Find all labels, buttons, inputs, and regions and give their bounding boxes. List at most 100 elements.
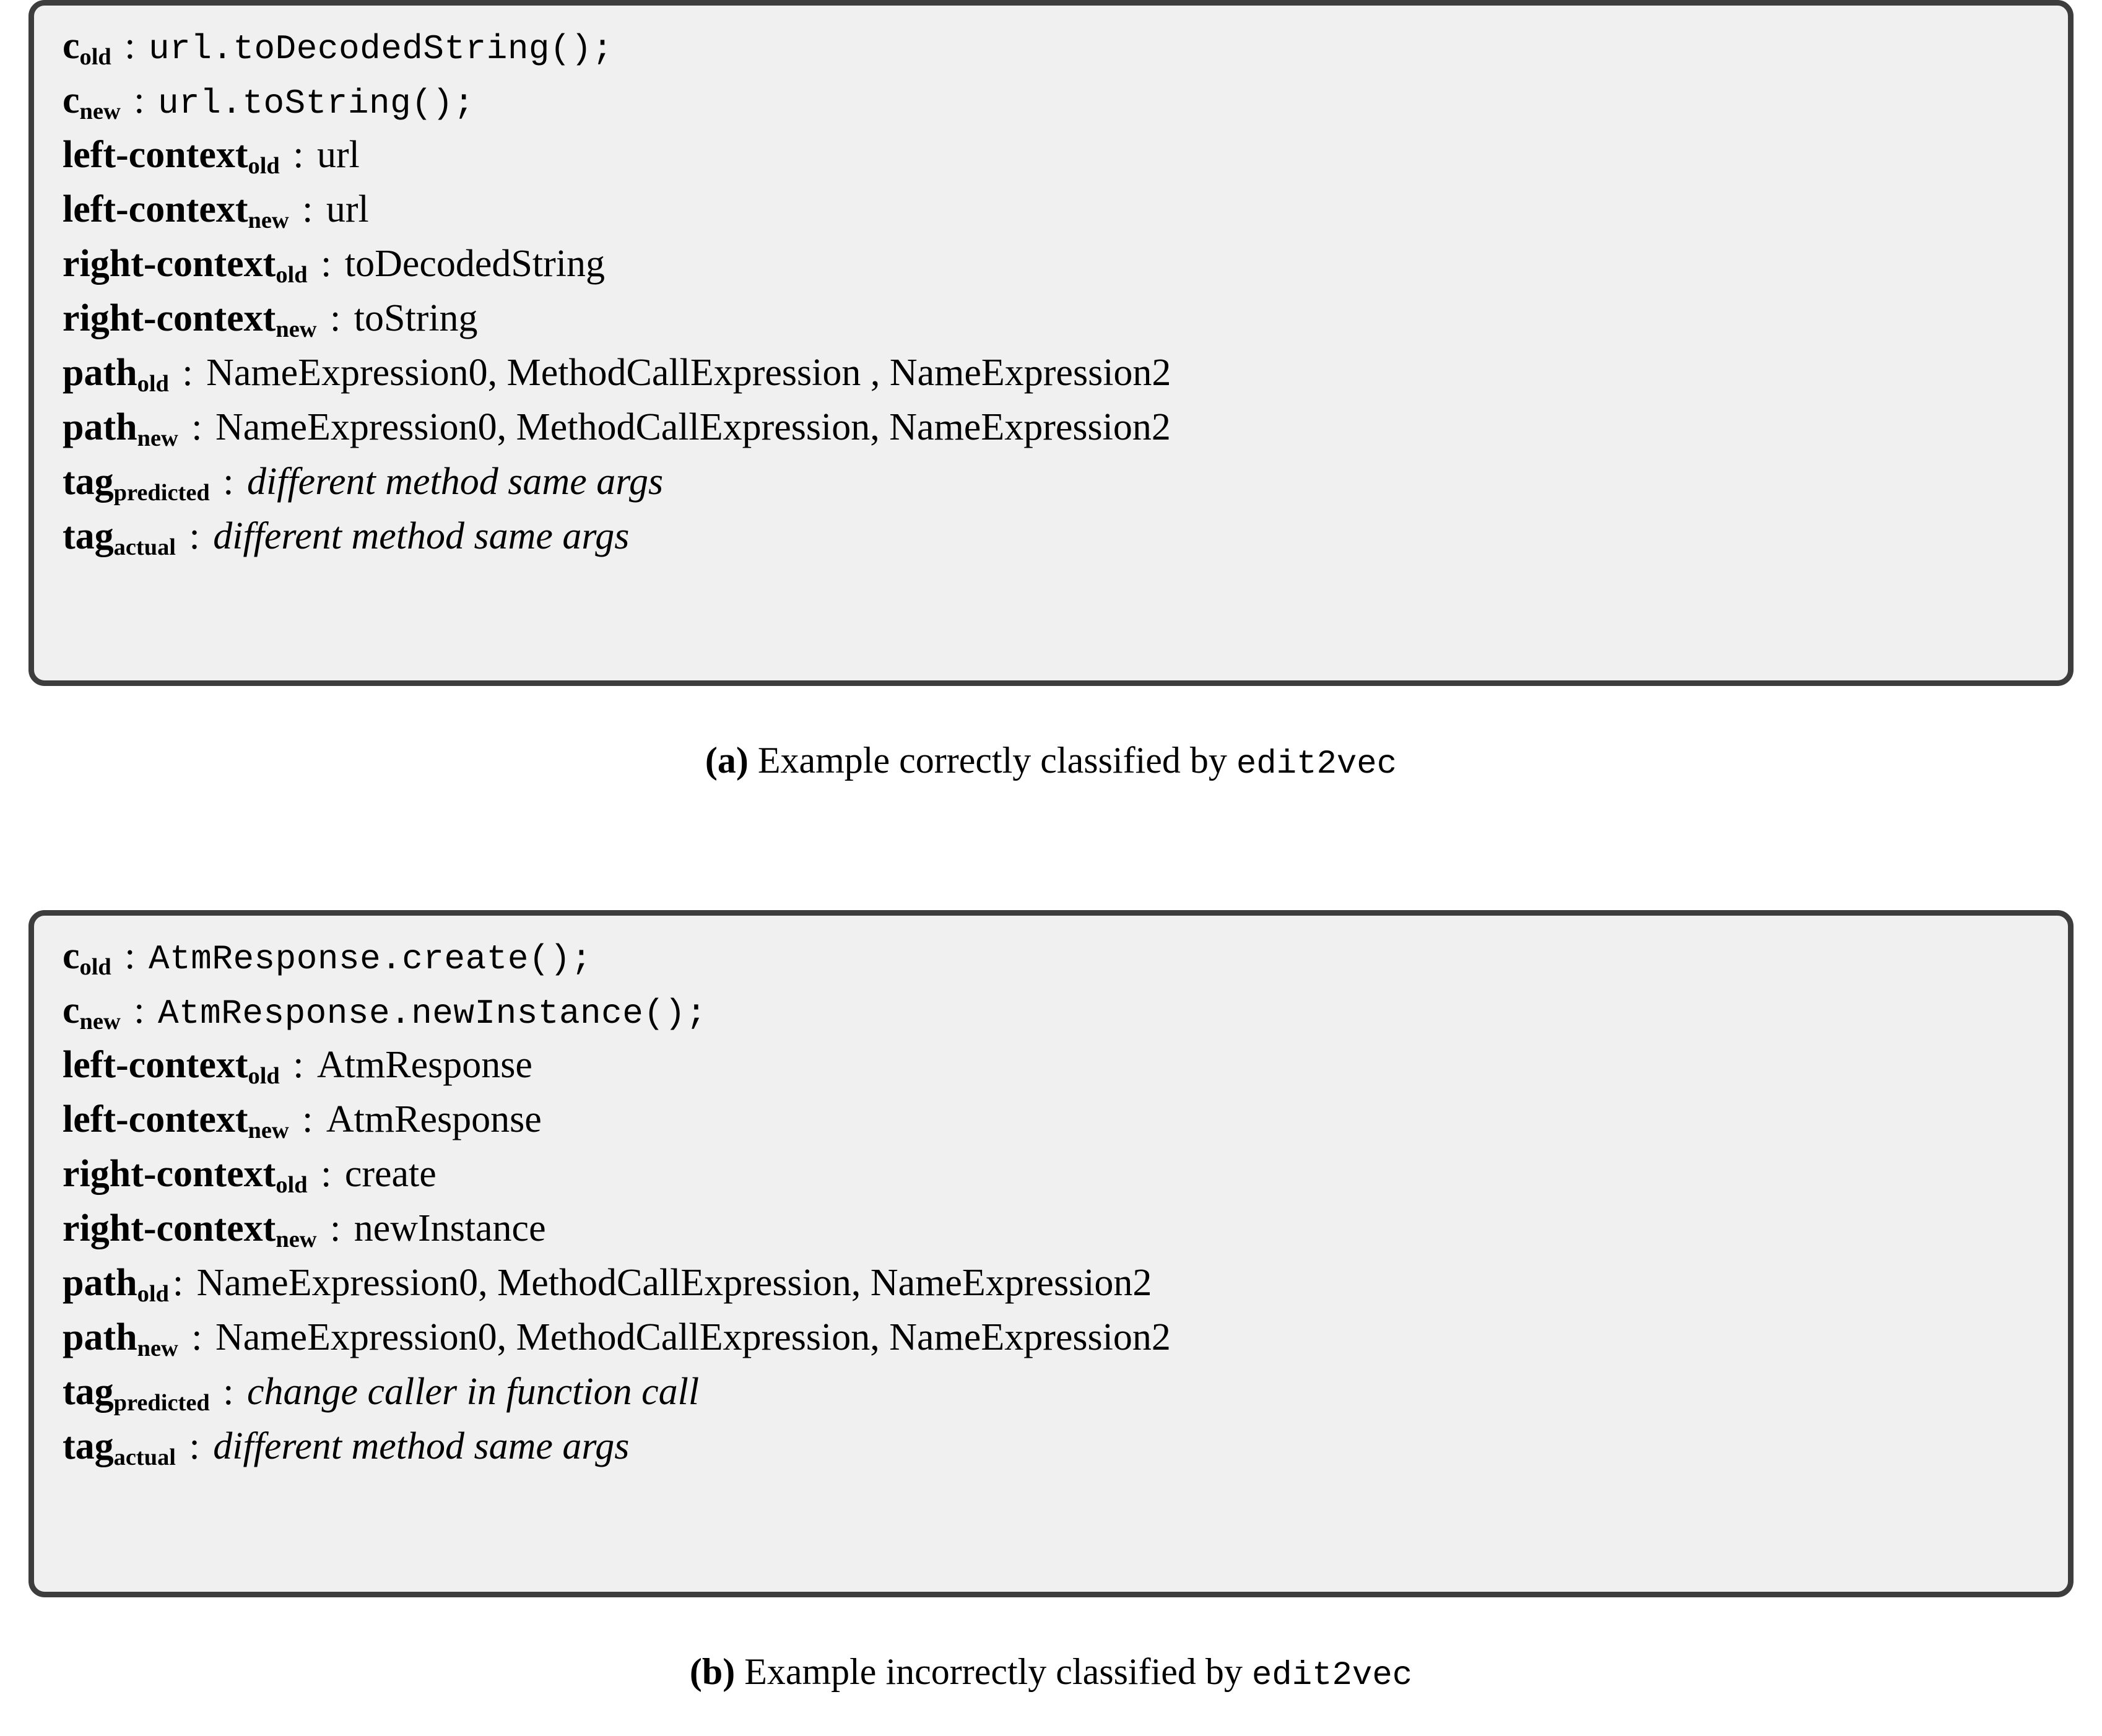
field-label: left-contextold xyxy=(63,1044,280,1089)
field-label-text: c xyxy=(63,79,80,121)
field-value: different method same args xyxy=(247,461,664,503)
field-label: pathnew xyxy=(63,406,178,451)
field-separator: : xyxy=(283,1044,313,1086)
field-separator: : xyxy=(179,515,210,557)
field-value: AtmResponse.newInstance(); xyxy=(157,994,707,1033)
field-label-subscript: old xyxy=(137,1280,169,1307)
field-row: pathold : NameExpression0, MethodCallExp… xyxy=(63,354,2039,408)
field-separator: : xyxy=(292,1098,323,1140)
caption-text-a: Example correctly classified by xyxy=(748,740,1236,781)
field-row: pathnew : NameExpression0, MethodCallExp… xyxy=(63,1318,2039,1373)
field-separator: : xyxy=(213,1371,243,1413)
field-list-b: cold : AtmResponse.create();cnew : AtmRe… xyxy=(63,937,2039,1482)
field-label-subscript: predicted xyxy=(113,479,210,506)
field-label: tagpredicted xyxy=(63,461,210,506)
caption-label-b: (b) xyxy=(689,1651,736,1692)
field-label-text: tag xyxy=(63,1371,114,1413)
field-separator: : xyxy=(179,1425,210,1467)
field-label-subscript: actual xyxy=(113,1444,176,1470)
field-separator: : xyxy=(320,1207,350,1249)
field-label-subscript: new xyxy=(79,1008,121,1035)
field-label-text: c xyxy=(63,935,80,977)
field-label-text: path xyxy=(63,352,137,394)
field-separator: : xyxy=(320,297,350,339)
field-label-text: tag xyxy=(63,1425,114,1467)
field-label: tagpredicted xyxy=(63,1371,210,1416)
field-label-text: tag xyxy=(63,515,114,557)
field-label-subscript: new xyxy=(276,316,317,342)
field-row: tagactual : different method same args xyxy=(63,1427,2039,1482)
field-value: change caller in function call xyxy=(247,1371,700,1413)
field-label: cnew xyxy=(63,79,121,123)
field-label-text: right-context xyxy=(63,1153,276,1195)
field-separator: : xyxy=(181,1316,212,1358)
field-label-subscript: new xyxy=(137,425,178,451)
field-row: left-contextold : url xyxy=(63,136,2039,190)
field-label-text: right-context xyxy=(63,297,276,339)
field-separator: : xyxy=(115,25,145,67)
caption-model-name-a: edit2vec xyxy=(1236,745,1397,783)
field-label-subscript: old xyxy=(248,1062,280,1089)
field-separator: : xyxy=(172,1262,193,1304)
field-label: left-contextnew xyxy=(63,1098,289,1142)
field-row: left-contextold : AtmResponse xyxy=(63,1046,2039,1100)
field-label: pathold xyxy=(63,352,169,396)
field-row: cold : AtmResponse.create(); xyxy=(63,937,2039,991)
example-box-b: cold : AtmResponse.create();cnew : AtmRe… xyxy=(28,910,2074,1597)
field-label: right-contextold xyxy=(63,1153,308,1197)
field-value: toDecodedString xyxy=(344,243,605,285)
field-label-text: left-context xyxy=(63,134,248,176)
field-label: cnew xyxy=(63,989,121,1033)
field-row: left-contextnew : url xyxy=(63,190,2039,245)
field-value: toString xyxy=(354,297,478,339)
field-row: tagpredicted : change caller in function… xyxy=(63,1373,2039,1427)
field-label: right-contextold xyxy=(63,243,308,288)
field-separator: : xyxy=(124,989,154,1031)
field-row: right-contextold : toDecodedString xyxy=(63,245,2039,299)
field-label-subscript: old xyxy=(248,152,280,179)
caption-text-b: Example incorrectly classified by xyxy=(735,1651,1252,1692)
field-label-subscript: predicted xyxy=(113,1389,210,1416)
field-separator: : xyxy=(213,461,243,503)
field-row: cnew : url.toString(); xyxy=(63,81,2039,136)
field-row: right-contextold : create xyxy=(63,1155,2039,1209)
field-label: right-contextnew xyxy=(63,1207,317,1252)
field-label-text: tag xyxy=(63,461,114,503)
field-label: cold xyxy=(63,935,111,980)
field-label: right-contextnew xyxy=(63,297,317,342)
field-value: NameExpression0, MethodCallExpression, N… xyxy=(196,1262,1152,1304)
field-label-subscript: old xyxy=(276,261,308,288)
field-value: newInstance xyxy=(354,1207,546,1249)
field-label: pathnew xyxy=(63,1316,178,1360)
field-value: url.toDecodedString(); xyxy=(149,29,614,69)
figure-caption-b: (b) Example incorrectly classified by ed… xyxy=(0,1651,2102,1695)
field-row: tagpredicted : different method same arg… xyxy=(63,462,2039,517)
field-label-text: path xyxy=(63,406,137,448)
field-label-subscript: new xyxy=(276,1226,317,1252)
field-value: NameExpression0, MethodCallExpression, N… xyxy=(215,1316,1171,1358)
field-label: left-contextnew xyxy=(63,188,289,233)
field-label-subscript: old xyxy=(79,43,111,70)
caption-label-a: (a) xyxy=(705,740,749,781)
field-separator: : xyxy=(181,406,212,448)
field-label-subscript: new xyxy=(248,207,289,233)
field-label-subscript: actual xyxy=(113,534,176,560)
field-separator: : xyxy=(311,243,341,285)
field-list-a: cold : url.toDecodedString();cnew : url.… xyxy=(63,27,2039,571)
field-label-text: path xyxy=(63,1316,137,1358)
field-label-subscript: new xyxy=(248,1117,289,1144)
field-label-text: left-context xyxy=(63,1044,248,1086)
field-row: cold : url.toDecodedString(); xyxy=(63,27,2039,81)
field-separator: : xyxy=(292,188,323,230)
field-row: cnew : AtmResponse.newInstance(); xyxy=(63,991,2039,1046)
field-label-text: right-context xyxy=(63,243,276,285)
field-separator: : xyxy=(172,352,203,394)
field-label: cold xyxy=(63,25,111,70)
field-label-subscript: old xyxy=(79,953,111,980)
field-label: tagactual xyxy=(63,515,176,560)
example-box-a: cold : url.toDecodedString();cnew : url.… xyxy=(28,0,2074,686)
caption-model-name-b: edit2vec xyxy=(1251,1657,1413,1695)
field-row: right-contextnew : toString xyxy=(63,299,2039,354)
field-label: pathold xyxy=(63,1262,169,1307)
